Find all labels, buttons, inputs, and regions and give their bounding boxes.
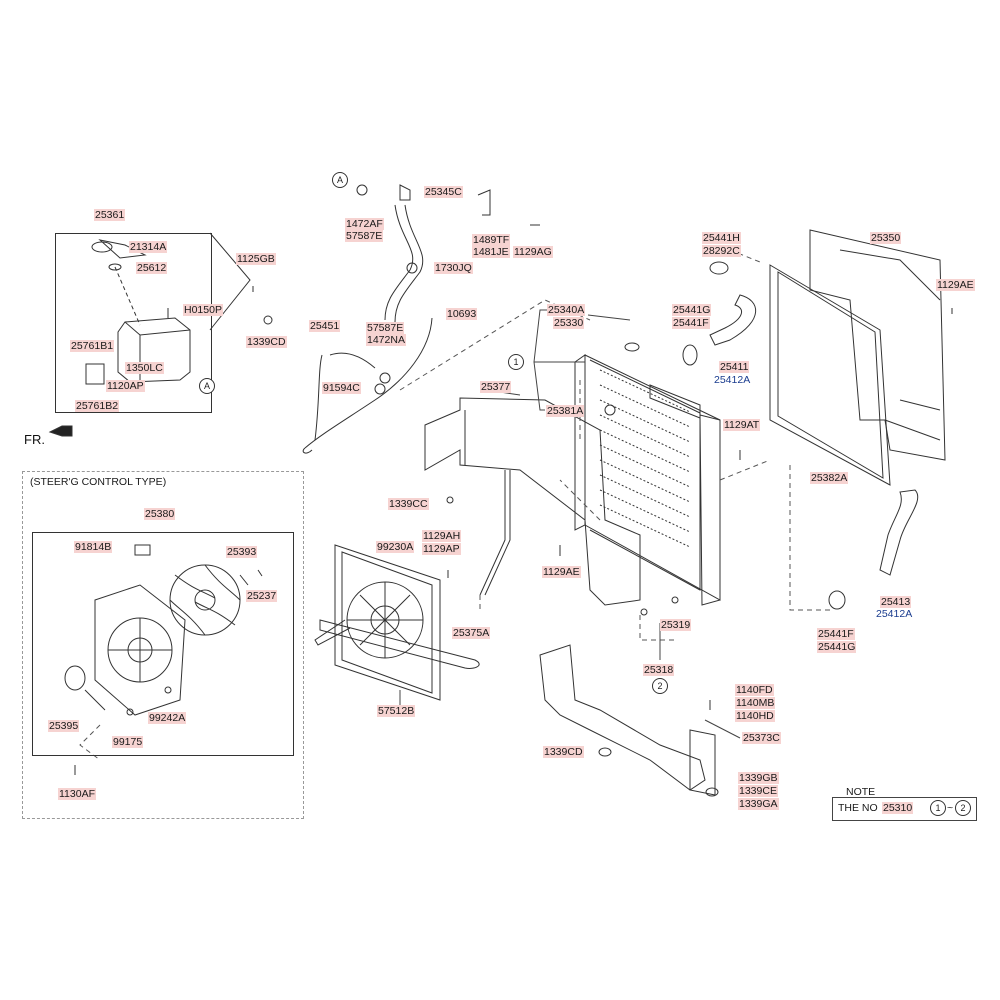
part-label[interactable]: 25761B1 xyxy=(70,340,115,352)
overflow-hoses xyxy=(302,184,540,454)
part-label[interactable]: 25451 xyxy=(309,320,341,332)
part-label[interactable]: 25340A xyxy=(547,304,586,316)
part-label[interactable]: 1472AF xyxy=(345,218,384,230)
part-label[interactable]: 25381A xyxy=(546,405,585,417)
part-label[interactable]: 57587E xyxy=(366,322,405,334)
part-label[interactable]: 25319 xyxy=(660,619,692,631)
radiator-core xyxy=(574,342,721,606)
part-label[interactable]: 25441G xyxy=(817,641,857,653)
reservoir-tank xyxy=(85,232,251,385)
part-label[interactable]: 91814B xyxy=(74,541,113,553)
part-label[interactable]: 1489TF xyxy=(472,234,511,246)
part-label[interactable]: 25411 xyxy=(719,361,750,373)
label-leaders xyxy=(399,309,741,739)
part-label[interactable]: 1339GA xyxy=(738,798,779,810)
part-label[interactable]: H0150P xyxy=(183,304,223,316)
part-label[interactable]: 57512B xyxy=(377,705,416,717)
reservoir-group-box xyxy=(55,233,212,413)
part-label[interactable]: 28292C xyxy=(702,245,741,257)
part-label[interactable]: 25237 xyxy=(246,590,278,602)
part-label[interactable]: 25382A xyxy=(810,472,849,484)
part-label[interactable]: 1120AP xyxy=(106,380,145,392)
lower-hose xyxy=(879,489,919,576)
part-label[interactable]: 21314A xyxy=(129,241,168,253)
part-label[interactable]: 1140FD xyxy=(735,684,774,696)
bolts xyxy=(74,286,953,775)
part-label[interactable]: 1339CD xyxy=(246,336,287,348)
part-label[interactable]: 1129AH xyxy=(422,530,462,542)
radiator-shroud xyxy=(809,229,946,461)
part-label[interactable]: 25612 xyxy=(136,262,168,274)
note-text: THE NO xyxy=(838,802,878,814)
part-label[interactable]: 25318 xyxy=(643,664,675,676)
part-label[interactable]: 1140MB xyxy=(735,697,776,709)
note-box xyxy=(832,797,977,821)
part-label[interactable]: 25441F xyxy=(817,628,855,640)
ref-marker-2: 2 xyxy=(652,678,668,694)
part-label[interactable]: 1129AG xyxy=(513,246,553,258)
part-label[interactable]: 25361 xyxy=(94,209,126,221)
part-label[interactable]: 1129AT xyxy=(723,419,761,431)
ref-marker-a: A xyxy=(332,172,348,188)
part-label[interactable]: 25350 xyxy=(870,232,902,244)
part-label[interactable]: 1130AF xyxy=(58,788,96,800)
part-label[interactable]: 99242A xyxy=(148,712,187,724)
note-range-to: 2 xyxy=(955,800,971,816)
part-label[interactable]: 25375A xyxy=(452,627,491,639)
ref-marker-1: 1 xyxy=(508,354,524,370)
part-label[interactable]: 1129AE xyxy=(542,566,581,578)
part-label[interactable]: 99175 xyxy=(112,736,144,748)
part-label[interactable]: 25345C xyxy=(424,186,463,198)
part-label[interactable]: 25393 xyxy=(226,546,258,558)
radiator-seal-frame xyxy=(769,264,891,486)
part-label[interactable]: 25330 xyxy=(553,317,585,329)
front-direction-label: FR. xyxy=(24,432,45,447)
condenser-fan-assembly xyxy=(314,544,480,701)
ref-marker-a: A xyxy=(199,378,215,394)
part-label[interactable]: 10693 xyxy=(446,308,478,320)
front-arrow-icon xyxy=(48,425,73,437)
note-range-separator: ~ xyxy=(947,802,954,814)
upper-hose xyxy=(709,294,757,346)
part-label[interactable]: 25413 xyxy=(880,596,912,608)
part-label[interactable]: 25377 xyxy=(480,381,512,393)
radiator-support-brace xyxy=(539,644,719,797)
fan-group-box xyxy=(32,532,294,756)
part-label[interactable]: 25441F xyxy=(672,317,710,329)
part-label[interactable]: 25761B2 xyxy=(75,400,120,412)
part-label[interactable]: 57587E xyxy=(345,230,384,242)
part-label[interactable]: 1339CC xyxy=(388,498,429,510)
part-label[interactable]: 25373C xyxy=(742,732,781,744)
part-label[interactable]: 1125GB xyxy=(236,253,276,265)
part-label[interactable]: 91594C xyxy=(322,382,361,394)
part-label[interactable]: 1129AE xyxy=(936,279,975,291)
part-label[interactable]: 25441G xyxy=(672,304,712,316)
part-label[interactable]: 1140HD xyxy=(735,710,775,722)
part-label[interactable]: 25395 xyxy=(48,720,80,732)
part-label[interactable]: 1129AP xyxy=(422,543,461,555)
note-part-number[interactable]: 25310 xyxy=(882,802,914,814)
part-label[interactable]: 25412A xyxy=(714,374,751,386)
steering-fan-drawing xyxy=(64,544,263,716)
note-range-from: 1 xyxy=(930,800,946,816)
part-label[interactable]: 1472NA xyxy=(366,334,406,346)
part-label[interactable]: 1339GB xyxy=(738,772,779,784)
part-label[interactable]: 99230A xyxy=(376,541,415,553)
part-label[interactable]: 1339CE xyxy=(738,785,778,797)
part-label[interactable]: 25380 xyxy=(144,508,176,520)
section-title: (STEER'G CONTROL TYPE) xyxy=(30,476,167,488)
part-label[interactable]: 1481JE xyxy=(472,246,510,258)
note-heading: NOTE xyxy=(846,786,876,798)
part-label[interactable]: 1730JQ xyxy=(434,262,473,274)
leader-lines xyxy=(79,249,830,761)
part-label[interactable]: 25441H xyxy=(702,232,741,244)
steering-control-section xyxy=(22,471,304,819)
part-label[interactable]: 1339CD xyxy=(543,746,584,758)
part-label[interactable]: 1350LC xyxy=(125,362,164,374)
part-label[interactable]: 25412A xyxy=(876,608,913,620)
air-guard-panel xyxy=(424,397,641,606)
